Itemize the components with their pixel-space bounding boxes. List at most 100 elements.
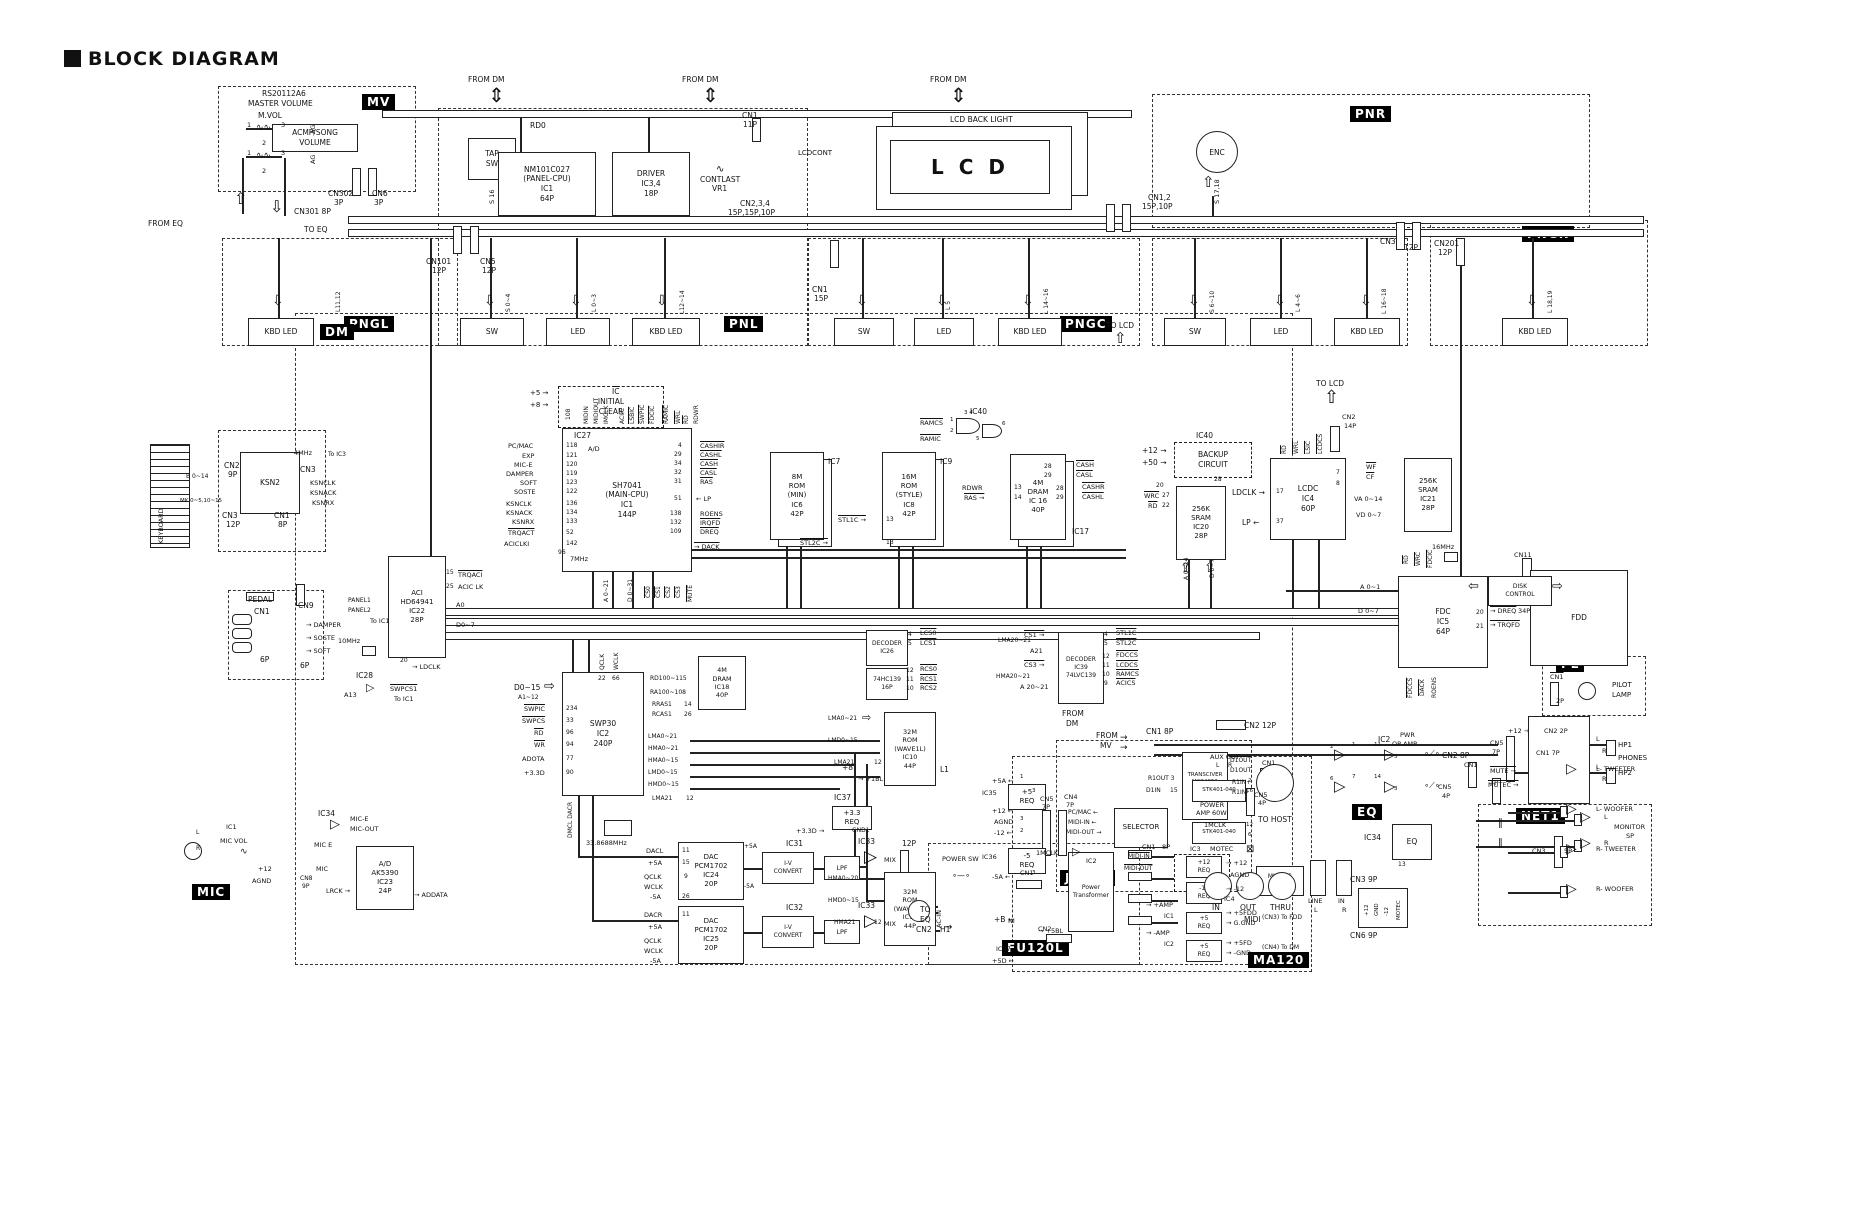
label-pc-mac: PC/MAC ← <box>1068 809 1099 816</box>
block-label: -5 <box>1023 851 1031 860</box>
badge-pngc: PNGC <box>1060 316 1112 332</box>
label-x: ⇩ <box>1526 293 1538 309</box>
label-90: 90 <box>566 769 574 776</box>
label-11: 11 <box>1374 742 1381 748</box>
label-midi-in: MIDI-IN ← <box>1068 819 1097 826</box>
label-rd: RD <box>683 415 690 424</box>
label-eq: EQ <box>920 915 931 924</box>
label-7mhz: 7MHz <box>570 555 589 563</box>
label-5a: +5A <box>744 843 757 850</box>
wire <box>578 856 678 858</box>
block-label: NM101C027 <box>524 164 570 174</box>
block-label: ROM <box>900 482 918 491</box>
block-label: SRAM <box>1191 513 1211 522</box>
label-thru: THRU <box>1270 903 1291 912</box>
label-3: 3 <box>1032 870 1036 876</box>
block-label: Transformer <box>1072 892 1109 899</box>
circle-node <box>908 900 930 922</box>
label-2: 2 <box>1020 828 1024 834</box>
label-hma0-15: HMA0~15 <box>648 757 679 764</box>
label-cn1: CN1 <box>742 111 758 120</box>
label-fdccs: FDCCS <box>1407 677 1414 698</box>
label-x: ⇨ <box>862 711 872 724</box>
block-label: 8M <box>791 473 803 482</box>
label-aciclki: ACICLKI <box>504 540 530 548</box>
block-label: HD64941 <box>400 597 434 606</box>
label-15: 15 <box>1170 787 1178 794</box>
label-12: +12 ← <box>992 807 1014 815</box>
label-d1in: D1IN <box>1146 787 1161 794</box>
block-label: 44P <box>903 921 917 930</box>
connector <box>1058 810 1067 856</box>
wire <box>242 158 244 214</box>
label-motec: MOTEC <box>1210 845 1234 853</box>
badge-eq: EQ <box>1352 804 1383 820</box>
label-12p: 12P <box>226 520 241 529</box>
label-rcas1: RCAS1 <box>652 711 672 718</box>
label-11p: 11P <box>743 120 758 129</box>
label-g-gnd: → G.GND <box>1226 919 1256 927</box>
block-x <box>1358 888 1408 928</box>
block-sw: SW <box>460 318 524 346</box>
label-ic9: IC9 <box>940 457 953 466</box>
block-label: FDD <box>1571 613 1587 623</box>
wire <box>942 238 944 318</box>
label-cn1: CN1 <box>1464 761 1478 769</box>
label-from-dm: FROM DM <box>682 75 719 84</box>
label-x: ⇧ <box>1204 561 1215 576</box>
label-ic33: IC33 <box>858 837 875 846</box>
block-label: 64P <box>1435 626 1451 636</box>
label-ag: AG <box>309 154 317 164</box>
block-l-c-d: L C D <box>890 140 1050 194</box>
label-adota: ADOTA <box>522 755 545 763</box>
label-13: 13 <box>886 516 894 523</box>
label-x: ▷ <box>1072 845 1081 858</box>
block-label: (MIN) <box>787 491 807 500</box>
label-12: +12 <box>258 865 272 873</box>
label-sp: SP <box>1626 832 1635 840</box>
label-x: ▷ <box>1566 841 1577 857</box>
label-to-eq: TO EQ <box>304 225 328 234</box>
label-lma21: LMA21 <box>652 795 673 802</box>
label-x: ▷ <box>1384 745 1396 763</box>
block-label: CONVERT <box>773 868 803 875</box>
connector <box>1606 768 1616 784</box>
label-ra100-108: RA100~108 <box>650 689 686 696</box>
block-label: 44P <box>903 761 917 770</box>
block-x <box>232 628 252 639</box>
label-ksnclk: KSNCLK <box>310 479 336 487</box>
label-x: ⇕ <box>488 83 505 107</box>
label-52: 52 <box>566 529 574 536</box>
wire <box>862 238 864 318</box>
label-4mhz: 4MHz <box>294 449 313 457</box>
block-label: 32M <box>903 727 917 736</box>
block-label: 28P <box>1421 504 1435 513</box>
label-a-d: A/D <box>588 445 600 453</box>
label-7p: 7P <box>1492 748 1501 756</box>
block-label: DISK <box>1512 583 1528 591</box>
label-cn101: CN101 <box>426 257 452 266</box>
label-mic-e: MIC-E <box>514 461 533 469</box>
block-label: KBD LED <box>1350 327 1384 337</box>
label-power-sw: POWER SW <box>942 855 979 863</box>
label-midin: MIDIN <box>583 406 590 424</box>
wire <box>1138 878 1178 880</box>
wire <box>858 866 866 868</box>
label-cn4: CN4 <box>1064 793 1078 801</box>
label-wclk: WCLK <box>644 883 663 891</box>
label-cashl: CASHL <box>700 451 722 459</box>
label-142: 142 <box>566 540 578 547</box>
block-label: +5 <box>1021 787 1033 796</box>
label-5bl: → +5BL <box>1038 927 1064 935</box>
label-12: 12 <box>1246 822 1253 828</box>
label-to-host: TO HOST <box>1258 815 1292 824</box>
label-109: 109 <box>670 528 682 535</box>
label-d1out: D1OUT <box>1230 767 1252 774</box>
label-x: → <box>944 922 953 933</box>
wire <box>576 238 578 318</box>
label-96: 96 <box>558 549 566 556</box>
block-label: +12 <box>1197 859 1211 867</box>
